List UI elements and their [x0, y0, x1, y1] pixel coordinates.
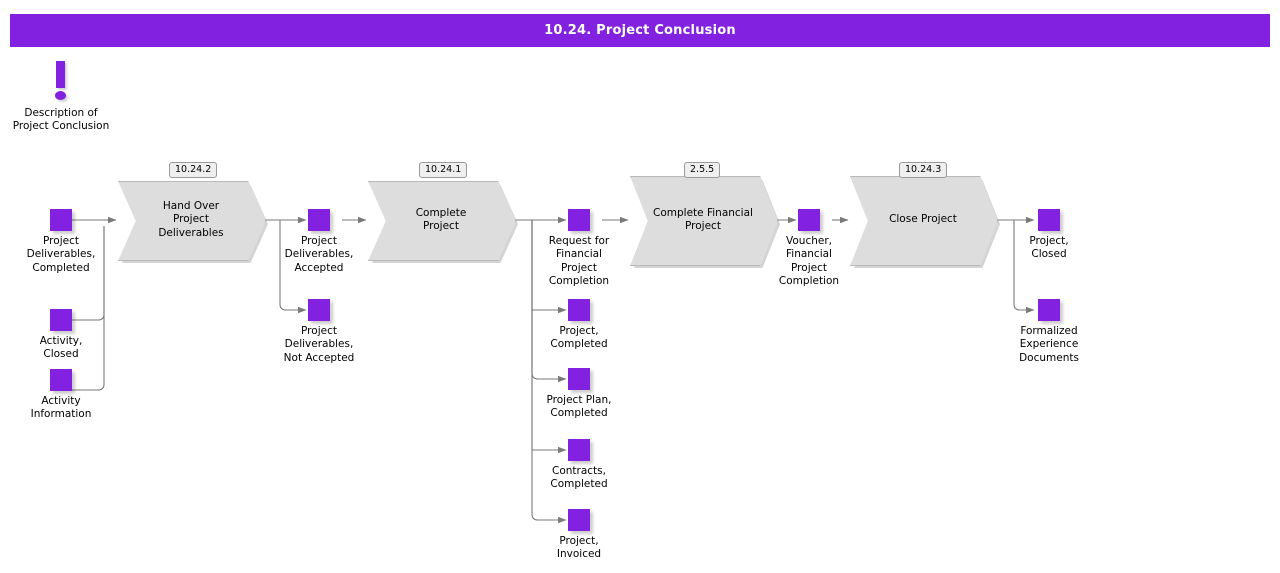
exclamation-dot-icon — [55, 91, 66, 100]
data-object-label: Project, Invoiced — [556, 535, 602, 561]
data-object-icon — [1038, 209, 1060, 231]
data-object-icon — [568, 439, 590, 461]
process-close-project[interactable]: Close Project — [850, 176, 1000, 268]
data-object-label: Contracts, Completed — [550, 465, 608, 491]
data-object-icon — [568, 509, 590, 531]
data-object-label: Formalized Experience Documents — [1019, 325, 1079, 364]
process-label: Hand Over Project Deliverables — [158, 199, 224, 239]
data-object-icon — [50, 209, 72, 231]
data-object-label: Project Deliverables, Not Accepted — [283, 325, 355, 364]
process-hand-over-project-deliverables[interactable]: Hand Over Project Deliverables — [118, 181, 268, 263]
data-object-label: Project, Closed — [1029, 235, 1069, 261]
data-object-icon — [50, 309, 72, 331]
process-shape — [630, 176, 778, 266]
data-object-icon — [308, 299, 330, 321]
data-object-icon — [798, 209, 820, 231]
data-object-icon — [568, 368, 590, 390]
process-label: Close Project — [889, 213, 957, 226]
process-complete-project[interactable]: Complete Project — [368, 181, 518, 263]
data-object-icon — [568, 209, 590, 231]
process-badge-hand-over-project-deliverables[interactable]: 10.24.2 — [169, 162, 218, 178]
page-title-bar: 10.24. Project Conclusion — [10, 14, 1270, 47]
data-object-icon — [1038, 299, 1060, 321]
exclamation-mark-icon — [56, 61, 65, 88]
description-note-label: Description of Project Conclusion — [12, 107, 110, 132]
process-label: Complete Project — [415, 206, 467, 232]
process-badge-complete-financial-project[interactable]: 2.5.5 — [684, 162, 721, 178]
page-title: 10.24. Project Conclusion — [544, 23, 736, 38]
data-object-label: Activity, Closed — [39, 335, 83, 361]
process-shape — [118, 181, 266, 261]
process-badge-close-project[interactable]: 10.24.3 — [899, 162, 948, 178]
process-complete-financial-project[interactable]: Complete Financial Project — [630, 176, 780, 268]
data-object-label: Project, Completed — [550, 325, 608, 351]
process-badge-complete-project[interactable]: 10.24.1 — [419, 162, 468, 178]
data-object-label: Project Deliverables, Completed — [26, 235, 96, 274]
data-object-label: Voucher, Financial Project Completion — [778, 235, 840, 288]
process-shape — [368, 181, 516, 261]
data-object-label: Request for Financial Project Completion — [548, 235, 610, 288]
data-object-label: Activity Information — [30, 395, 92, 421]
data-object-label: Project Deliverables, Accepted — [284, 235, 354, 274]
data-object-icon — [308, 209, 330, 231]
data-object-label: Project Plan, Completed — [546, 394, 612, 420]
process-label: Complete Financial Project — [653, 206, 753, 232]
data-object-icon — [50, 369, 72, 391]
process-shape — [850, 176, 998, 266]
data-object-icon — [568, 299, 590, 321]
